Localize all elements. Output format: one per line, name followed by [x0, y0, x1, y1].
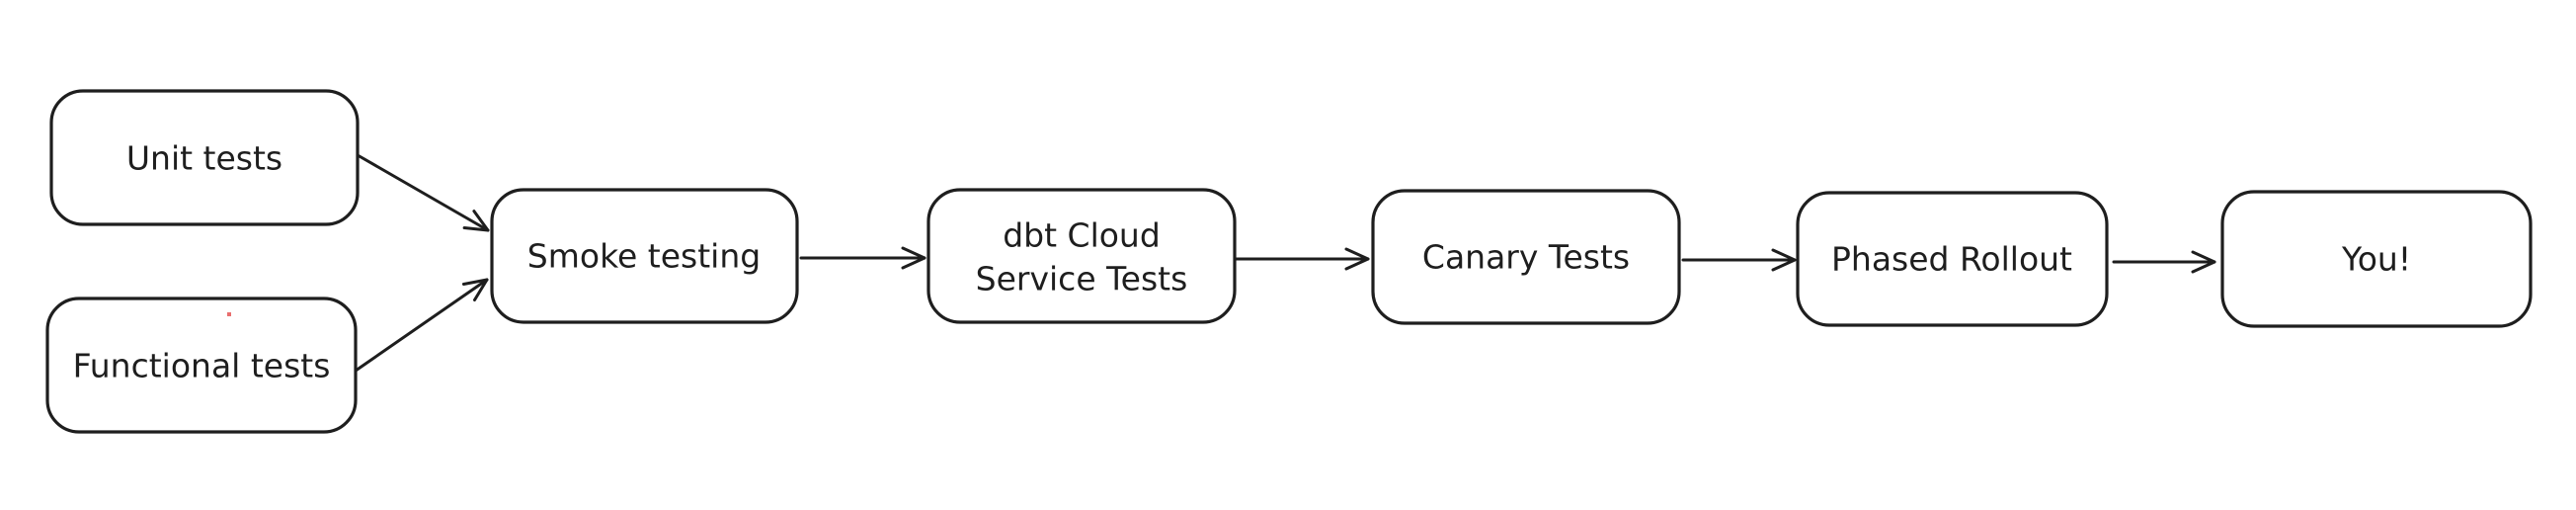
- node-you: You!: [2220, 190, 2533, 328]
- edge-functional-tests-to-smoke-testing: [354, 278, 489, 373]
- node-label: Unit tests: [126, 139, 282, 178]
- node-phased-rollout: Phased Rollout: [1796, 191, 2109, 327]
- node-box: [490, 188, 799, 324]
- stray-red-dot: [227, 312, 231, 316]
- arrowhead-icon: [901, 246, 926, 270]
- node-box: [1371, 189, 1681, 325]
- arrowhead-icon: [2191, 250, 2216, 274]
- arrowhead-icon: [1771, 248, 1797, 272]
- node-smoke-testing: Smoke testing: [490, 188, 799, 324]
- node-box: [45, 297, 358, 434]
- edge-smoke-testing-to-dbt-cloud: [799, 246, 926, 270]
- node-label: Canary Tests: [1422, 238, 1630, 277]
- node-label: You!: [2341, 240, 2411, 279]
- node-functional-tests: Functional tests: [45, 297, 358, 434]
- arrowhead-icon: [462, 210, 490, 232]
- node-dbt-cloud-service-tests: dbt Cloud Service Tests: [926, 188, 1237, 324]
- node-box: [49, 89, 360, 226]
- node-unit-tests: Unit tests: [49, 89, 360, 226]
- edge-unit-tests-to-smoke-testing: [356, 153, 490, 232]
- node-label: Functional tests: [73, 347, 331, 385]
- edge-canary-tests-to-phased-rollout: [1681, 248, 1797, 272]
- node-label-line1: dbt Cloud: [1003, 216, 1161, 255]
- arrowhead-icon: [461, 278, 489, 301]
- edge-line: [354, 278, 489, 373]
- edge-dbt-cloud-to-canary-tests: [1234, 247, 1370, 271]
- node-label: Smoke testing: [527, 237, 761, 276]
- node-box: [926, 188, 1237, 324]
- node-label-line2: Service Tests: [976, 260, 1188, 298]
- node-label: Phased Rollout: [1831, 240, 2072, 279]
- node-canary-tests: Canary Tests: [1371, 189, 1681, 325]
- arrowhead-icon: [1344, 247, 1370, 271]
- node-box: [1796, 191, 2109, 327]
- edge-line: [356, 153, 490, 232]
- edge-phased-rollout-to-you: [2112, 250, 2216, 274]
- node-box: [2220, 190, 2533, 328]
